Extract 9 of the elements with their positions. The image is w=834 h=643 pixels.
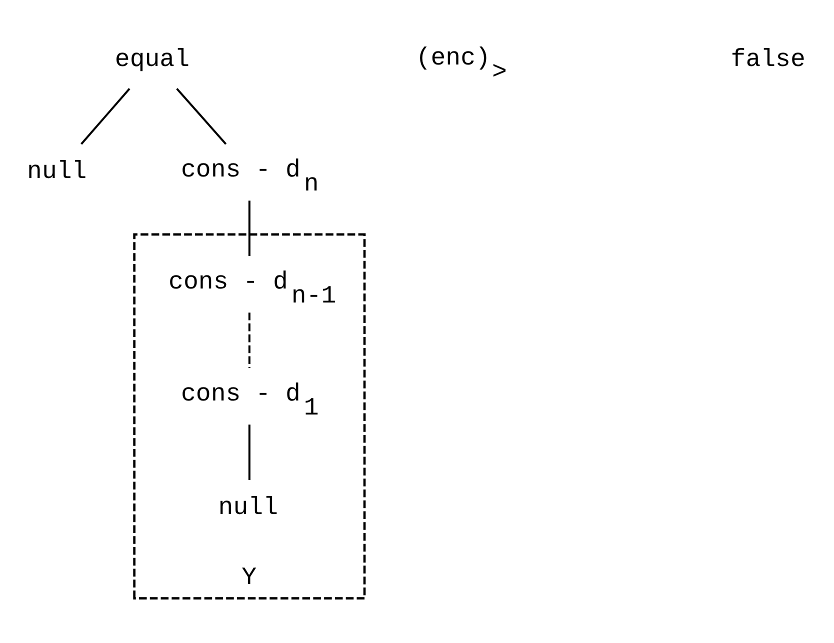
connector — [80, 88, 130, 145]
connector — [248, 312, 250, 368]
connector — [248, 200, 250, 256]
node-text: equal — [114, 46, 190, 74]
connector — [176, 88, 227, 145]
label: false — [730, 46, 806, 74]
node-text: null — [27, 158, 87, 186]
node-text: null — [218, 494, 278, 522]
connector — [248, 424, 250, 480]
